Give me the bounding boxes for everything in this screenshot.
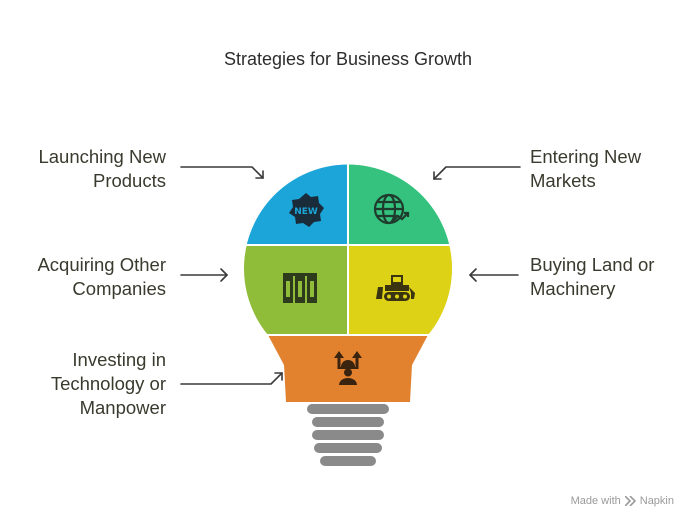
arrow-buying	[469, 268, 519, 282]
arrow-investing	[180, 372, 283, 385]
label-acquiring-other-companies: Acquiring Other Companies	[37, 254, 166, 299]
bulb-base	[307, 404, 389, 466]
label-entering-new-markets: Entering New Markets	[530, 146, 642, 191]
watermark-brand: Napkin	[639, 495, 674, 507]
label-buying-land-or-machinery: Buying Land or Machinery	[530, 254, 655, 299]
bulldozer-icon	[376, 275, 415, 301]
new-badge-icon: NEW	[289, 193, 324, 227]
arrow-acquiring	[180, 268, 228, 282]
label-investing-in-technology: Investing in Technology or Manpower	[50, 349, 166, 418]
segment-launching	[244, 164, 347, 244]
diagram-title: Strategies for Business Growth	[223, 49, 473, 69]
new-badge-text: NEW	[294, 207, 318, 217]
globe-growth-icon	[373, 193, 410, 225]
worker-growth-icon	[334, 351, 362, 385]
connector-arrows	[180, 166, 521, 385]
base-ring	[312, 417, 384, 427]
arrow-launching	[180, 166, 264, 179]
watermark-prefix: Made with	[570, 495, 621, 507]
watermark: Made with Napkin	[571, 495, 674, 507]
base-ring	[314, 443, 382, 453]
label-launching-new-products: Launching New Products	[38, 146, 166, 191]
buildings-icon	[283, 273, 317, 303]
arrow-entering	[433, 166, 521, 180]
base-ring	[320, 456, 376, 466]
base-ring	[312, 430, 384, 440]
segment-entering	[349, 164, 452, 244]
base-ring	[307, 404, 389, 414]
napkin-logo-icon	[624, 496, 636, 506]
